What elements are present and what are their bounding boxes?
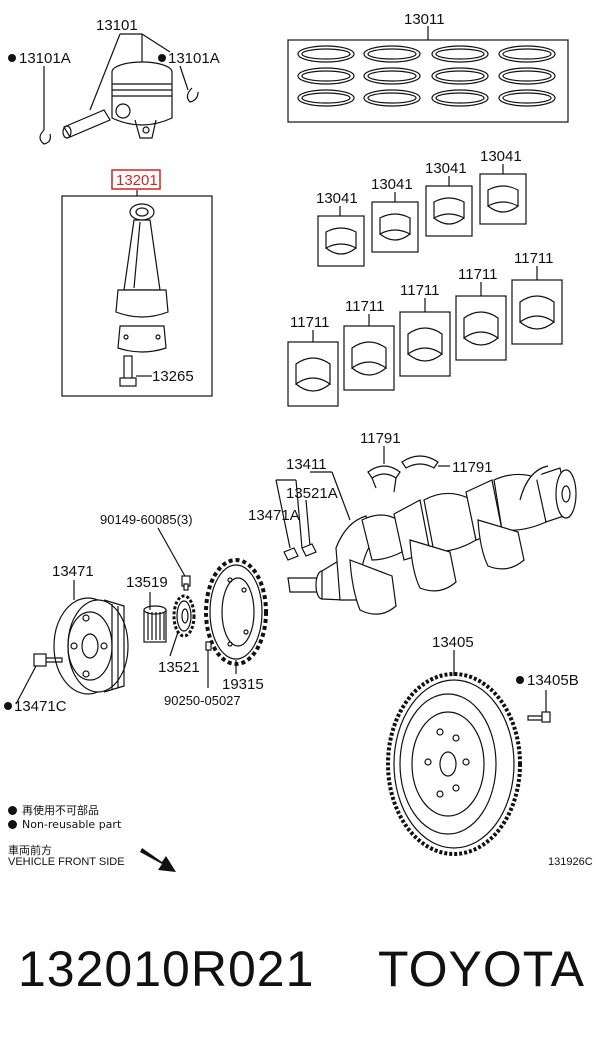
label-13041-2: 13041 <box>371 176 413 193</box>
label-13521: 13521 <box>158 659 200 676</box>
pulley-bolt <box>33 653 63 667</box>
timing-rotor <box>204 558 268 666</box>
crank-gear <box>172 594 196 638</box>
label-11711-1: 11711 <box>290 314 330 331</box>
legend-non-reusable-cn: 再使用不可部品 <box>8 802 99 818</box>
vehicle-front-en: VEHICLE FRONT SIDE <box>8 856 125 868</box>
label-13521a: 13521A <box>286 485 338 502</box>
label-13265: 13265 <box>152 368 194 385</box>
label-90250: 90250-05027 <box>164 693 241 708</box>
label-13405: 13405 <box>432 634 474 651</box>
conrod-bolt <box>119 355 137 387</box>
bolt-90149 <box>181 575 191 591</box>
label-13519: 13519 <box>126 574 168 591</box>
pin-clip-right <box>186 87 199 103</box>
label-13411: 13411 <box>286 456 327 473</box>
bullet-icon <box>8 820 17 829</box>
label-13471a: 13471A <box>248 507 300 524</box>
label-11791-right: 11791 <box>452 459 493 476</box>
highlight-box-13201 <box>111 169 161 190</box>
bullet-icon <box>8 806 17 815</box>
label-11711-4: 11711 <box>458 266 498 283</box>
label-13041-1: 13041 <box>316 190 358 207</box>
main-bearings <box>287 279 563 407</box>
label-13101a-right: 13101A <box>168 50 220 67</box>
figure-code: 131926C <box>548 856 593 868</box>
label-13041-4: 13041 <box>480 148 522 165</box>
legend-cn-text: 再使用不可部品 <box>22 804 99 817</box>
needle-bearing <box>143 605 167 643</box>
label-11711-5: 11711 <box>514 250 554 267</box>
woodruff-keys <box>283 543 317 561</box>
label-13101: 13101 <box>96 17 138 34</box>
label-11711-3: 11711 <box>400 282 440 299</box>
label-19315: 19315 <box>222 676 264 693</box>
label-13471: 13471 <box>52 563 94 580</box>
label-13011: 13011 <box>404 11 445 28</box>
thrust-washers <box>367 455 439 493</box>
footer: 132010R021 TOYOTA <box>10 940 590 1010</box>
legend-en-text: Non-reusable part <box>22 818 122 831</box>
label-13201: 13201 <box>116 172 158 189</box>
legend-non-reusable-en: Non-reusable part <box>8 818 121 831</box>
flywheel <box>386 672 522 856</box>
label-90149: 90149-60085(3) <box>100 512 193 527</box>
piston-rings <box>297 45 556 107</box>
label-13471c: 13471C <box>14 698 67 715</box>
label-13101a-left: 13101A <box>19 50 71 67</box>
pin-clip-left <box>39 129 51 145</box>
label-13041-3: 13041 <box>425 160 467 177</box>
flywheel-bolt <box>527 711 551 723</box>
piston-pin <box>62 109 111 139</box>
connecting-rod <box>115 203 169 353</box>
piston <box>111 61 173 139</box>
brand-name: TOYOTA <box>378 941 585 997</box>
vehicle-front-cn: 車両前方 <box>8 844 52 857</box>
vehicle-front-arrow <box>140 848 176 872</box>
crank-pulley <box>53 597 129 695</box>
label-11791-top: 11791 <box>360 430 401 447</box>
crankshaft <box>287 465 577 615</box>
parts-diagram: 13101 13101A 13101A 13011 13201 13265 13… <box>4 11 579 872</box>
pin-90250 <box>205 641 212 651</box>
part-number: 132010R021 <box>18 941 315 997</box>
label-11711-2: 11711 <box>345 298 385 315</box>
label-13405b: 13405B <box>527 672 579 689</box>
conrod-bearings <box>317 173 527 267</box>
